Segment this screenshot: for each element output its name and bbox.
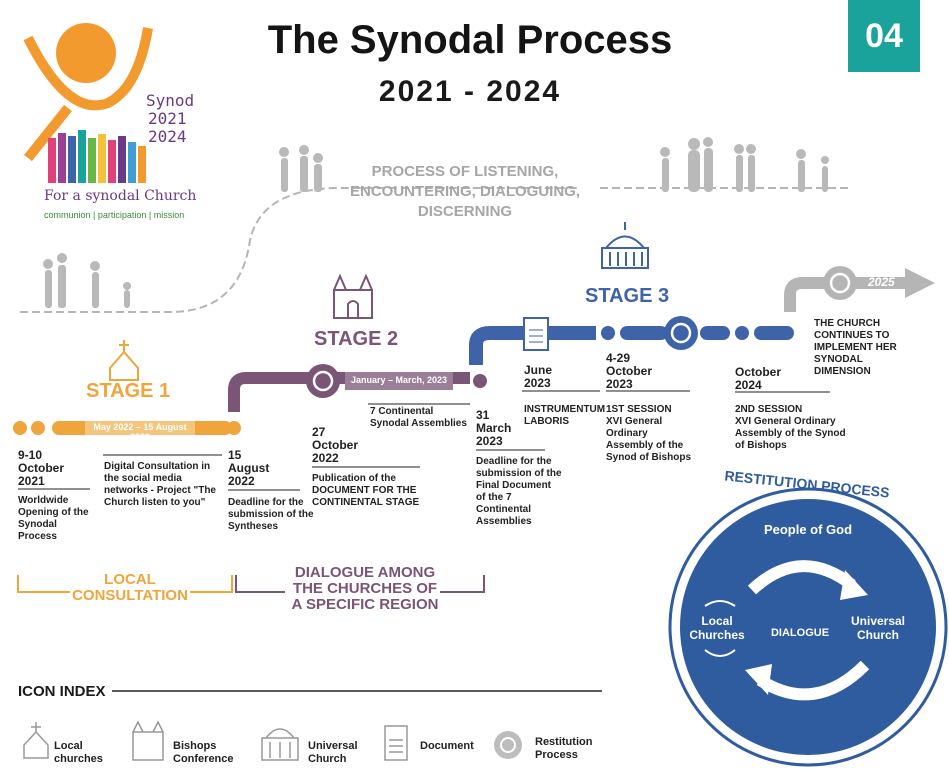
icon-index-local: Local churches xyxy=(54,740,103,765)
event-9-desc: 2ND SESSION XVI General Ordinary Assembl… xyxy=(735,404,846,451)
page-number-badge: 04 xyxy=(848,0,920,72)
event-7-date: June 2023 xyxy=(524,363,553,390)
continue-text: THE CHURCH CONTINUES TO IMPLEMENT HER SY… xyxy=(814,318,897,377)
event-6-desc: Deadline for the submission of the Final… xyxy=(476,456,562,527)
logo-subtitle: communion | participation | mission xyxy=(44,210,185,220)
restitution-local: Local Churches xyxy=(689,614,745,642)
stage-1-label: STAGE 1 xyxy=(86,380,171,402)
restitution-people: People of God xyxy=(763,522,853,537)
synod-logo: Synod 2021 2024 For a synodal Church com… xyxy=(8,8,238,228)
event-4-date: 27 October 2022 xyxy=(312,425,359,465)
logo-synod: Synod xyxy=(146,91,195,110)
synod-logo-graphic xyxy=(23,23,153,183)
event-5-desc: 7 Continental Synodal Assemblies xyxy=(370,406,467,429)
event-8-date: 4-29 October 2023 xyxy=(606,351,653,391)
local-consultation-label: LOCAL CONSULTATION xyxy=(72,571,188,604)
listening-line-3: DISCERNING xyxy=(417,203,513,220)
event-7-desc: INSTRUMENTUM LABORIS xyxy=(524,404,606,427)
event-4-desc: Publication of the DOCUMENT FOR THE CONT… xyxy=(312,473,420,508)
stage-3-label: STAGE 3 xyxy=(585,285,670,307)
logo-tagline: For a synodal Church xyxy=(44,188,197,204)
icon-index-document: Document xyxy=(420,740,474,752)
icon-index-restitution: Restitution Process xyxy=(535,736,593,761)
event-1-desc: Worldwide Opening of the Synodal Process xyxy=(18,495,89,542)
page-title: The Synodal Process xyxy=(267,18,673,62)
event-6-date: 31 March 2023 xyxy=(476,408,512,448)
logo-year-start: 2021 xyxy=(148,109,187,128)
icon-index-universal: Universal Church xyxy=(308,740,358,765)
listening-line-2: ENCOUNTERING, DIALOGUING, xyxy=(349,183,580,200)
event-9-date: October 2024 xyxy=(735,365,782,392)
stage-2-label: STAGE 2 xyxy=(314,328,399,350)
restitution-universal: Universal Church xyxy=(850,614,906,642)
event-3-desc: Deadline for the submission of the Synth… xyxy=(228,497,314,532)
page-years: 2021 - 2024 xyxy=(378,75,562,108)
dialogue-region-label: DIALOGUE AMONG THE CHURCHES OF A SPECIFI… xyxy=(291,564,439,613)
event-3-date: 15 August 2022 xyxy=(228,448,270,488)
event-2-desc: Digital Consultation in the social media… xyxy=(104,461,216,508)
stage-1-range: May 2022 – 15 August 2022 xyxy=(93,422,187,442)
icon-index-bishops: Bishops Conference xyxy=(173,740,234,765)
event-8-desc: 1ST SESSION XVI General Ordinary Assembl… xyxy=(606,404,691,463)
icon-index-title: ICON INDEX xyxy=(18,683,106,700)
listening-banner: PROCESS OF LISTENING, ENCOUNTERING, DIAL… xyxy=(340,162,590,222)
logo-year-end: 2024 xyxy=(148,127,187,146)
event-1-date: 9-10 October 2021 xyxy=(18,448,65,488)
stage-2-range: January – March, 2023 xyxy=(350,375,448,385)
restitution-dialogue: DIALOGUE xyxy=(770,627,830,639)
final-year: 2025 xyxy=(868,275,895,289)
listening-line-1: PROCESS OF LISTENING, xyxy=(371,163,559,180)
